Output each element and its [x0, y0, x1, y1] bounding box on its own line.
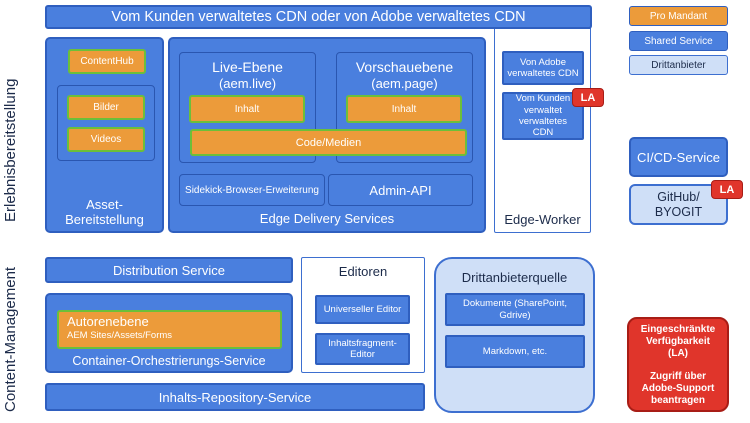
videos-label: Videos	[90, 134, 122, 145]
videos-box: Videos	[67, 127, 145, 152]
media-group: Bilder Videos	[57, 85, 155, 161]
github-la-label: LA	[719, 183, 735, 196]
asset-delivery-box: ContentHub Bilder Videos Asset-Bereitste…	[45, 37, 164, 233]
distribution-service-label: Distribution Service	[113, 262, 225, 278]
preview-content-label: Inhalt	[391, 103, 417, 115]
fragment-editor-box: Inhaltsfragment-Editor	[315, 333, 410, 365]
repository-service-box: Inhalts-Repository-Service	[45, 383, 425, 411]
code-media-box: Code/Medien	[190, 129, 467, 156]
contenthub-label: ContentHub	[80, 56, 134, 67]
container-service-box: Autorenebene AEM Sites/Assets/Forms Cont…	[45, 293, 293, 373]
cdn-bar: Vom Kunden verwaltetes CDN oder von Adob…	[45, 5, 592, 29]
code-media-label: Code/Medien	[295, 136, 362, 149]
cdn-bar-label: Vom Kunden verwaltetes CDN oder von Adob…	[111, 9, 526, 25]
la-note-box: Eingeschränkte Verfügbarkeit (LA) Zugrif…	[627, 317, 729, 412]
admin-api-box: Admin-API	[328, 174, 473, 206]
cicd-box: CI/CD-Service	[629, 137, 728, 177]
third-party-source-title: Drittanbieterquelle	[461, 270, 568, 285]
repository-service-label: Inhalts-Repository-Service	[158, 389, 312, 405]
label-experience-delivery: Erlebnisbereitstellung	[2, 78, 19, 222]
sidekick-box: Sidekick-Browser-Erweiterung	[179, 174, 325, 206]
universal-editor-label: Universeller Editor	[323, 304, 402, 315]
legend-pro-mandant: Pro Mandant	[629, 6, 728, 26]
github-label: GitHub/ BYOGIT	[654, 189, 703, 219]
images-label: Bilder	[93, 102, 119, 113]
documents-label: Dokumente (SharePoint, Gdrive)	[462, 298, 568, 321]
documents-box: Dokumente (SharePoint, Gdrive)	[445, 293, 585, 326]
customer-cdn-la-badge: LA	[572, 88, 604, 107]
author-tier-subtitle: AEM Sites/Assets/Forms	[67, 329, 173, 341]
legend-shared-service: Shared Service	[629, 31, 728, 51]
legend-pro-mandant-label: Pro Mandant	[649, 10, 708, 22]
legend-third-party-label: Drittanbieter	[651, 59, 706, 71]
adobe-cdn-label: Von Adobe verwaltetes CDN	[507, 56, 579, 79]
sidekick-label: Sidekick-Browser-Erweiterung	[185, 184, 319, 196]
editors-box: Editoren Universeller Editor Inhaltsfrag…	[301, 257, 425, 373]
adobe-cdn-box: Von Adobe verwaltetes CDN	[502, 51, 584, 85]
la-note-line1: Eingeschränkte Verfügbarkeit (LA)	[640, 324, 716, 359]
fragment-editor-label: Inhaltsfragment-Editor	[328, 337, 397, 360]
label-content-management: Content-Management	[2, 266, 19, 412]
admin-api-label: Admin-API	[369, 182, 432, 198]
live-tier-subtitle: (aem.live)	[218, 76, 277, 91]
cicd-label: CI/CD-Service	[636, 149, 721, 165]
markdown-box: Markdown, etc.	[445, 335, 585, 368]
container-service-title: Container-Orchestrierungs-Service	[72, 354, 266, 368]
preview-tier-subtitle: (aem.page)	[371, 76, 438, 91]
legend-shared-service-label: Shared Service	[644, 35, 713, 47]
distribution-service-box: Distribution Service	[45, 257, 293, 283]
eds-title: Edge Delivery Services	[259, 211, 395, 226]
github-la-badge: LA	[711, 180, 743, 199]
edge-worker-title: Edge-Worker	[504, 212, 581, 227]
third-party-source-box: Drittanbieterquelle Dokumente (SharePoin…	[434, 257, 595, 413]
asset-delivery-title: Asset-Bereitstellung	[65, 197, 144, 227]
live-tier-title: Live-Ebene	[212, 59, 283, 75]
contenthub-box: ContentHub	[68, 49, 146, 74]
images-box: Bilder	[67, 95, 145, 120]
markdown-label: Markdown, etc.	[482, 346, 548, 357]
customer-cdn-box: Vom Kunden verwaltet verwaltetes CDN	[502, 92, 584, 140]
live-content-box: Inhalt	[189, 95, 305, 123]
customer-cdn-la-label: LA	[580, 91, 596, 104]
la-note-line2: Zugriff über Adobe-Support beantragen	[641, 371, 715, 406]
universal-editor-box: Universeller Editor	[315, 295, 410, 324]
preview-tier-title: Vorschauebene	[355, 59, 454, 75]
customer-cdn-label: Vom Kunden verwaltet verwaltetes CDN	[515, 93, 571, 139]
author-tier-box: Autorenebene AEM Sites/Assets/Forms	[57, 310, 282, 349]
author-tier-title: Autorenebene	[67, 314, 149, 329]
eds-box: Live-Ebene (aem.live) Inhalt Vorschauebe…	[168, 37, 486, 233]
editors-title: Editoren	[338, 264, 388, 279]
live-content-label: Inhalt	[234, 103, 260, 115]
preview-content-box: Inhalt	[346, 95, 462, 123]
legend-third-party: Drittanbieter	[629, 55, 728, 75]
